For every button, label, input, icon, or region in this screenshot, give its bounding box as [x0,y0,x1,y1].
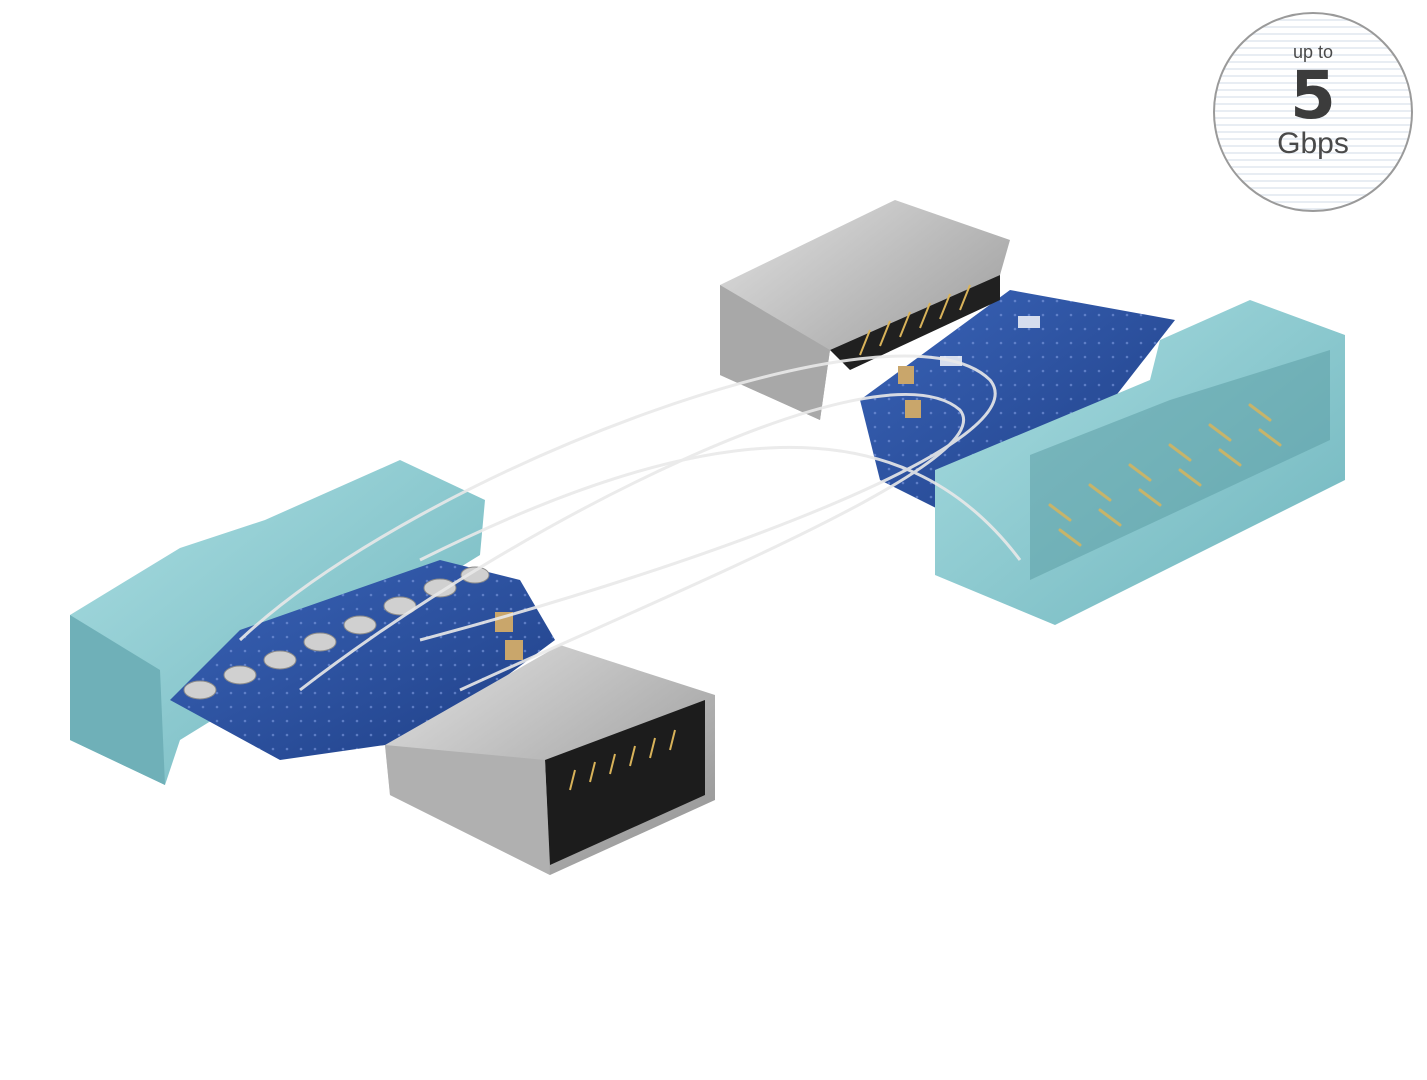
right-adapter [720,200,1345,625]
badge-number: 5 [1290,57,1336,134]
badge-unit: Gbps [1277,127,1349,160]
speed-badge: up to 5 Gbps [1213,12,1413,212]
decorative-swoosh [238,354,1022,692]
badge-top-text: up to [1292,42,1334,62]
left-adapter [70,460,715,875]
